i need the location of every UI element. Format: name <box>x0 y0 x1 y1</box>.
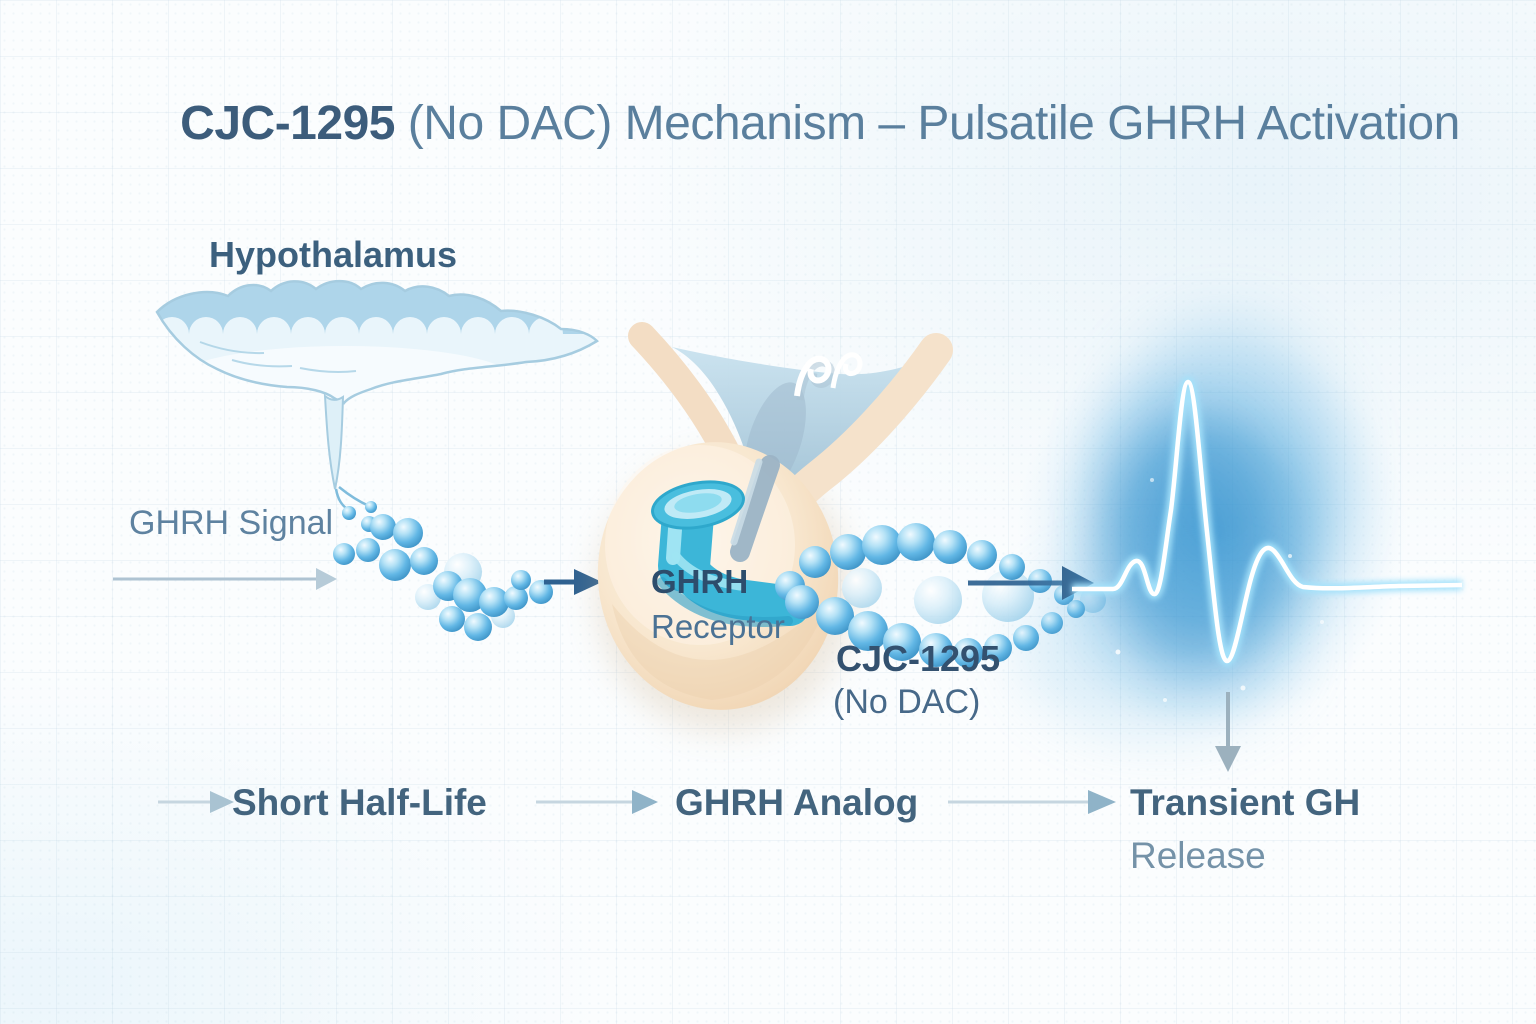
title-rest: (No DAC) Mechanism – Pulsatile GHRH Acti… <box>394 97 1461 150</box>
flow-step-transient-gh-line2: Release <box>1130 835 1266 876</box>
page-title: CJC-1295 (No DAC) Mechanism – Pulsatile … <box>0 96 1536 151</box>
hypothalamus-label: Hypothalamus <box>209 234 458 275</box>
title-emphasis: CJC-1295 <box>180 97 395 150</box>
signal-to-receptor-arrow <box>544 569 602 595</box>
flow-step-transient-gh-line1: Transient GH <box>1130 782 1361 823</box>
pituitary-stalk-strand <box>323 393 345 490</box>
ghrh-signal-arrow <box>113 568 337 590</box>
gh-pulse-waveform <box>1017 320 1463 735</box>
cjc-1295-label-line2: (No DAC) <box>833 683 981 721</box>
ghrh-molecule-chain <box>333 514 553 641</box>
flow-arrow-1 <box>158 791 234 813</box>
sparkle-dots <box>1115 478 1324 702</box>
flow-step-ghrh-analog: GHRH Analog <box>675 782 919 823</box>
membrane-swirl-small <box>830 352 863 389</box>
hypothalamus-illustration <box>155 279 600 520</box>
cjc-1295-label-line1: CJC-1295 <box>836 638 1001 679</box>
ghrh-receptor-label-line1: GHRH <box>651 563 749 600</box>
ghrh-signal-label: GHRH Signal <box>129 504 334 542</box>
flow-step-short-half-life: Short Half-Life <box>232 782 487 823</box>
pulse-down-arrow <box>1215 692 1241 772</box>
ghrh-receptor-label-line2: Receptor <box>651 608 785 645</box>
flow-arrow-2 <box>536 790 658 814</box>
ghrh-receptor-illustration <box>651 480 810 627</box>
flow-arrow-3 <box>948 790 1116 814</box>
membrane-swirl <box>794 355 832 397</box>
